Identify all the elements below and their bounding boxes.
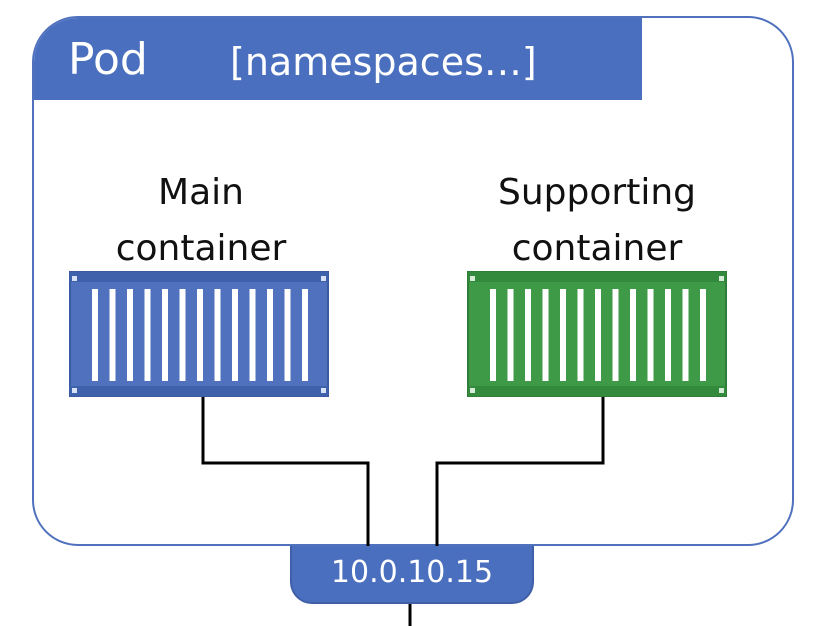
supporting-container-rib bbox=[630, 289, 636, 381]
main-container-rib bbox=[214, 289, 221, 381]
supporting-container-rib bbox=[647, 289, 654, 381]
supporting-container-rib bbox=[577, 289, 584, 381]
main-container-label-line2: container bbox=[115, 228, 287, 269]
supporting-container-stripes bbox=[490, 289, 706, 381]
main-container-rib bbox=[302, 289, 308, 381]
supporting-container-rib bbox=[560, 289, 566, 381]
main-container-rib bbox=[284, 289, 291, 381]
main-container-label-line1: Main bbox=[158, 172, 244, 213]
supporting-container-rib bbox=[595, 289, 601, 381]
pod-header: Pod [namespaces…] bbox=[34, 18, 642, 100]
supporting-container-label: Supporting container bbox=[447, 165, 747, 277]
main-container-rib bbox=[249, 289, 256, 381]
main-container-rib bbox=[127, 289, 133, 381]
supporting-container-icon bbox=[467, 271, 727, 397]
supporting-container-rib bbox=[542, 289, 549, 381]
supporting-container-label-line2: container bbox=[511, 228, 683, 269]
main-container-connector bbox=[201, 392, 370, 548]
main-container-rib bbox=[232, 289, 238, 381]
supporting-container-rib bbox=[507, 289, 514, 381]
main-container-rib bbox=[197, 289, 203, 381]
supporting-container-rib bbox=[682, 289, 689, 381]
pod-ip-address: 10.0.10.15 bbox=[330, 555, 494, 590]
main-container-rib bbox=[109, 289, 116, 381]
supporting-container-label-line1: Supporting bbox=[498, 172, 696, 213]
supporting-container-rib bbox=[612, 289, 619, 381]
main-container-rib bbox=[92, 289, 98, 381]
pod-title: Pod bbox=[68, 34, 148, 85]
main-container-rib bbox=[179, 289, 186, 381]
main-container-stripes bbox=[92, 289, 308, 381]
supporting-container-rib bbox=[525, 289, 531, 381]
connector-lines bbox=[201, 392, 605, 626]
pod-namespaces-label: [namespaces…] bbox=[230, 40, 537, 84]
main-container-rib bbox=[162, 289, 168, 381]
supporting-container-connector bbox=[435, 392, 605, 548]
supporting-container-rib bbox=[665, 289, 671, 381]
main-container-rib bbox=[144, 289, 151, 381]
main-container-icon bbox=[69, 271, 329, 397]
pod-ip-box: 10.0.10.15 bbox=[290, 546, 534, 604]
main-container-label: Main container bbox=[51, 165, 351, 277]
supporting-container-rib bbox=[490, 289, 496, 381]
main-container-rib bbox=[267, 289, 273, 381]
supporting-container-rib bbox=[700, 289, 706, 381]
